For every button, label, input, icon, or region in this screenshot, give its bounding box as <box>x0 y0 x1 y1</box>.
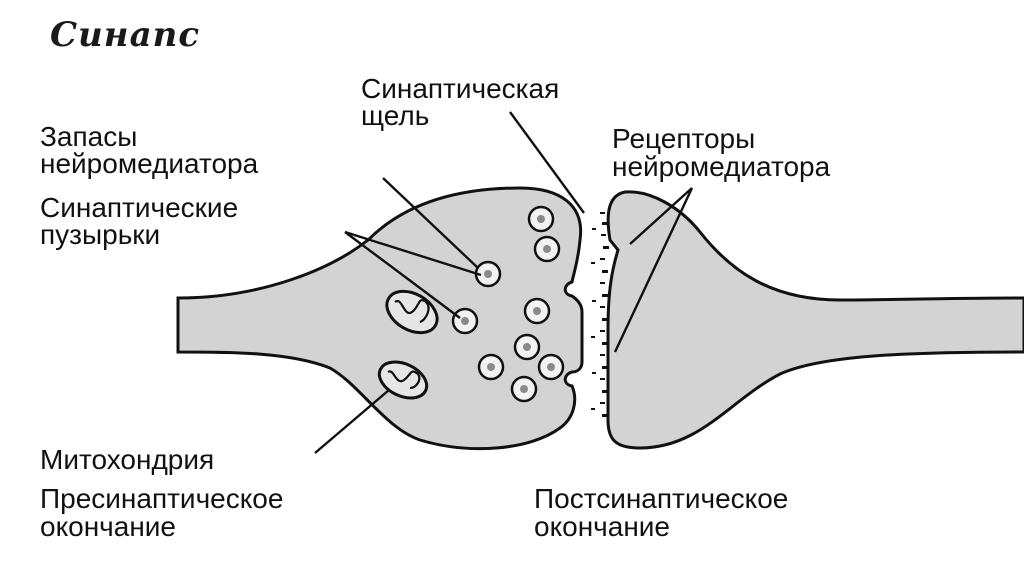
label-reserves-2: нейромедиатора <box>40 148 259 179</box>
vesicle <box>479 355 503 379</box>
label-postsynaptic-1: Постсинаптическое <box>534 483 788 514</box>
postsynaptic-terminal <box>608 192 1024 448</box>
receptors <box>591 212 609 417</box>
presynaptic-terminal <box>178 188 582 449</box>
label-synaptic-cleft-2: щель <box>361 100 429 131</box>
diagram-title: Синапс <box>50 15 200 55</box>
label-receptors-2: нейромедиатора <box>612 151 831 182</box>
label-vesicles-2: пузырьки <box>40 219 160 250</box>
vesicle <box>525 299 549 323</box>
label-mitochondria: Митохондрия <box>40 444 214 475</box>
label-receptors-1: Рецепторы <box>612 123 755 154</box>
vesicle <box>529 207 553 231</box>
label-presynaptic-2: окончание <box>40 511 176 542</box>
vesicle <box>512 377 536 401</box>
vesicle <box>453 309 477 333</box>
vesicle <box>535 237 559 261</box>
vesicle <box>539 355 563 379</box>
label-postsynaptic-2: окончание <box>534 511 670 542</box>
vesicle <box>515 335 539 359</box>
label-presynaptic-1: Пресинаптическое <box>40 483 283 514</box>
